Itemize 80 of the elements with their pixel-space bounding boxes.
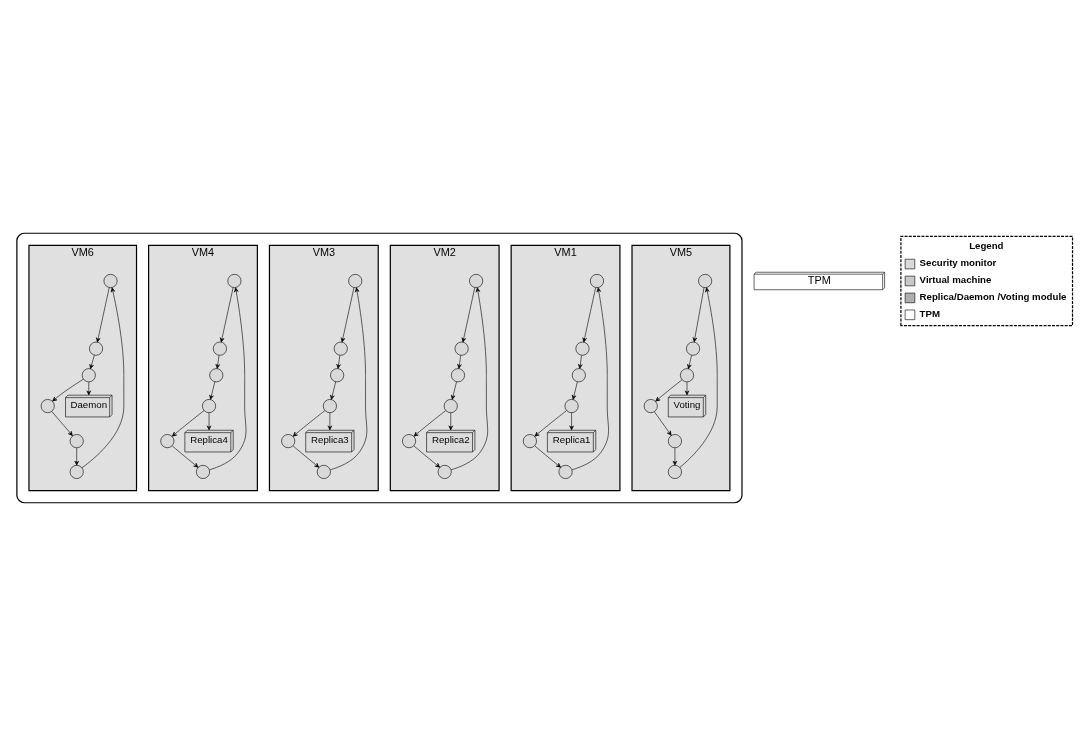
arrow — [457, 354, 462, 369]
node-circle — [571, 367, 586, 382]
node-circle — [81, 367, 96, 382]
node-circle — [590, 273, 604, 288]
node-circle — [330, 367, 345, 382]
node-circle — [564, 398, 579, 413]
arrow — [209, 381, 216, 400]
arrow — [52, 378, 84, 401]
node-circle — [212, 341, 227, 356]
arrow — [413, 445, 441, 468]
arrow — [684, 381, 690, 395]
node-circle — [333, 341, 348, 356]
arrow — [448, 411, 453, 430]
legend-label: Virtual machine — [919, 273, 992, 285]
arrow — [292, 409, 326, 437]
arrow — [413, 409, 446, 437]
arrow — [672, 447, 678, 466]
arrow — [451, 381, 457, 400]
arrow — [96, 286, 110, 342]
node-circle — [558, 464, 573, 479]
node-circle — [469, 273, 484, 288]
arrow — [74, 447, 79, 466]
arrow — [692, 286, 705, 342]
arrow — [81, 286, 125, 468]
node-circle — [89, 341, 103, 356]
arrow — [206, 411, 212, 430]
arrow — [569, 411, 574, 430]
node-circle — [69, 464, 84, 479]
node-circle — [667, 464, 682, 479]
arrow — [571, 381, 578, 400]
arrow — [327, 411, 333, 430]
arrow — [679, 286, 718, 468]
arrow — [171, 445, 199, 468]
arrow — [654, 411, 672, 436]
node-circle — [227, 273, 242, 288]
node-circle — [451, 367, 465, 382]
arrow — [51, 410, 73, 436]
arrow — [219, 286, 234, 342]
arrow — [461, 286, 476, 342]
legend-label: Replica/Daemon /Voting module — [919, 290, 1067, 302]
node-circle — [196, 464, 210, 479]
node-circle — [454, 341, 469, 356]
arrow — [330, 381, 336, 400]
node-circle — [667, 433, 682, 448]
arrow — [86, 381, 91, 395]
node-circle — [698, 273, 713, 288]
arrow — [534, 409, 567, 437]
node-circle — [348, 273, 363, 288]
arrow — [340, 286, 355, 342]
arrow — [330, 286, 368, 470]
arrow — [687, 354, 692, 369]
node-circle — [40, 398, 55, 413]
node-circle — [680, 367, 694, 382]
arrow — [571, 286, 609, 470]
arrow — [578, 354, 583, 369]
node-circle — [522, 433, 537, 448]
node-circle — [69, 433, 84, 448]
node-circle — [686, 341, 700, 356]
node-circle — [103, 273, 118, 288]
arrow — [209, 286, 247, 470]
node-circle — [209, 367, 224, 382]
label: Legend — [969, 239, 1004, 251]
arrow — [171, 409, 205, 437]
cluster — [16, 232, 743, 503]
legend-label: TPM — [919, 307, 941, 319]
arrow — [450, 286, 488, 470]
node-circle — [202, 398, 216, 413]
arrow — [89, 354, 95, 369]
legend-label: Security monitor — [919, 256, 997, 268]
arrow — [215, 354, 220, 369]
node-circle — [322, 398, 337, 413]
arrow — [292, 445, 320, 468]
node-circle — [402, 433, 416, 448]
node-circle — [643, 398, 658, 413]
arrow — [534, 445, 561, 468]
arrow — [655, 379, 683, 402]
node-circle — [443, 398, 458, 413]
node-circle — [575, 341, 590, 356]
arrow — [336, 354, 341, 369]
arrow — [582, 286, 596, 342]
